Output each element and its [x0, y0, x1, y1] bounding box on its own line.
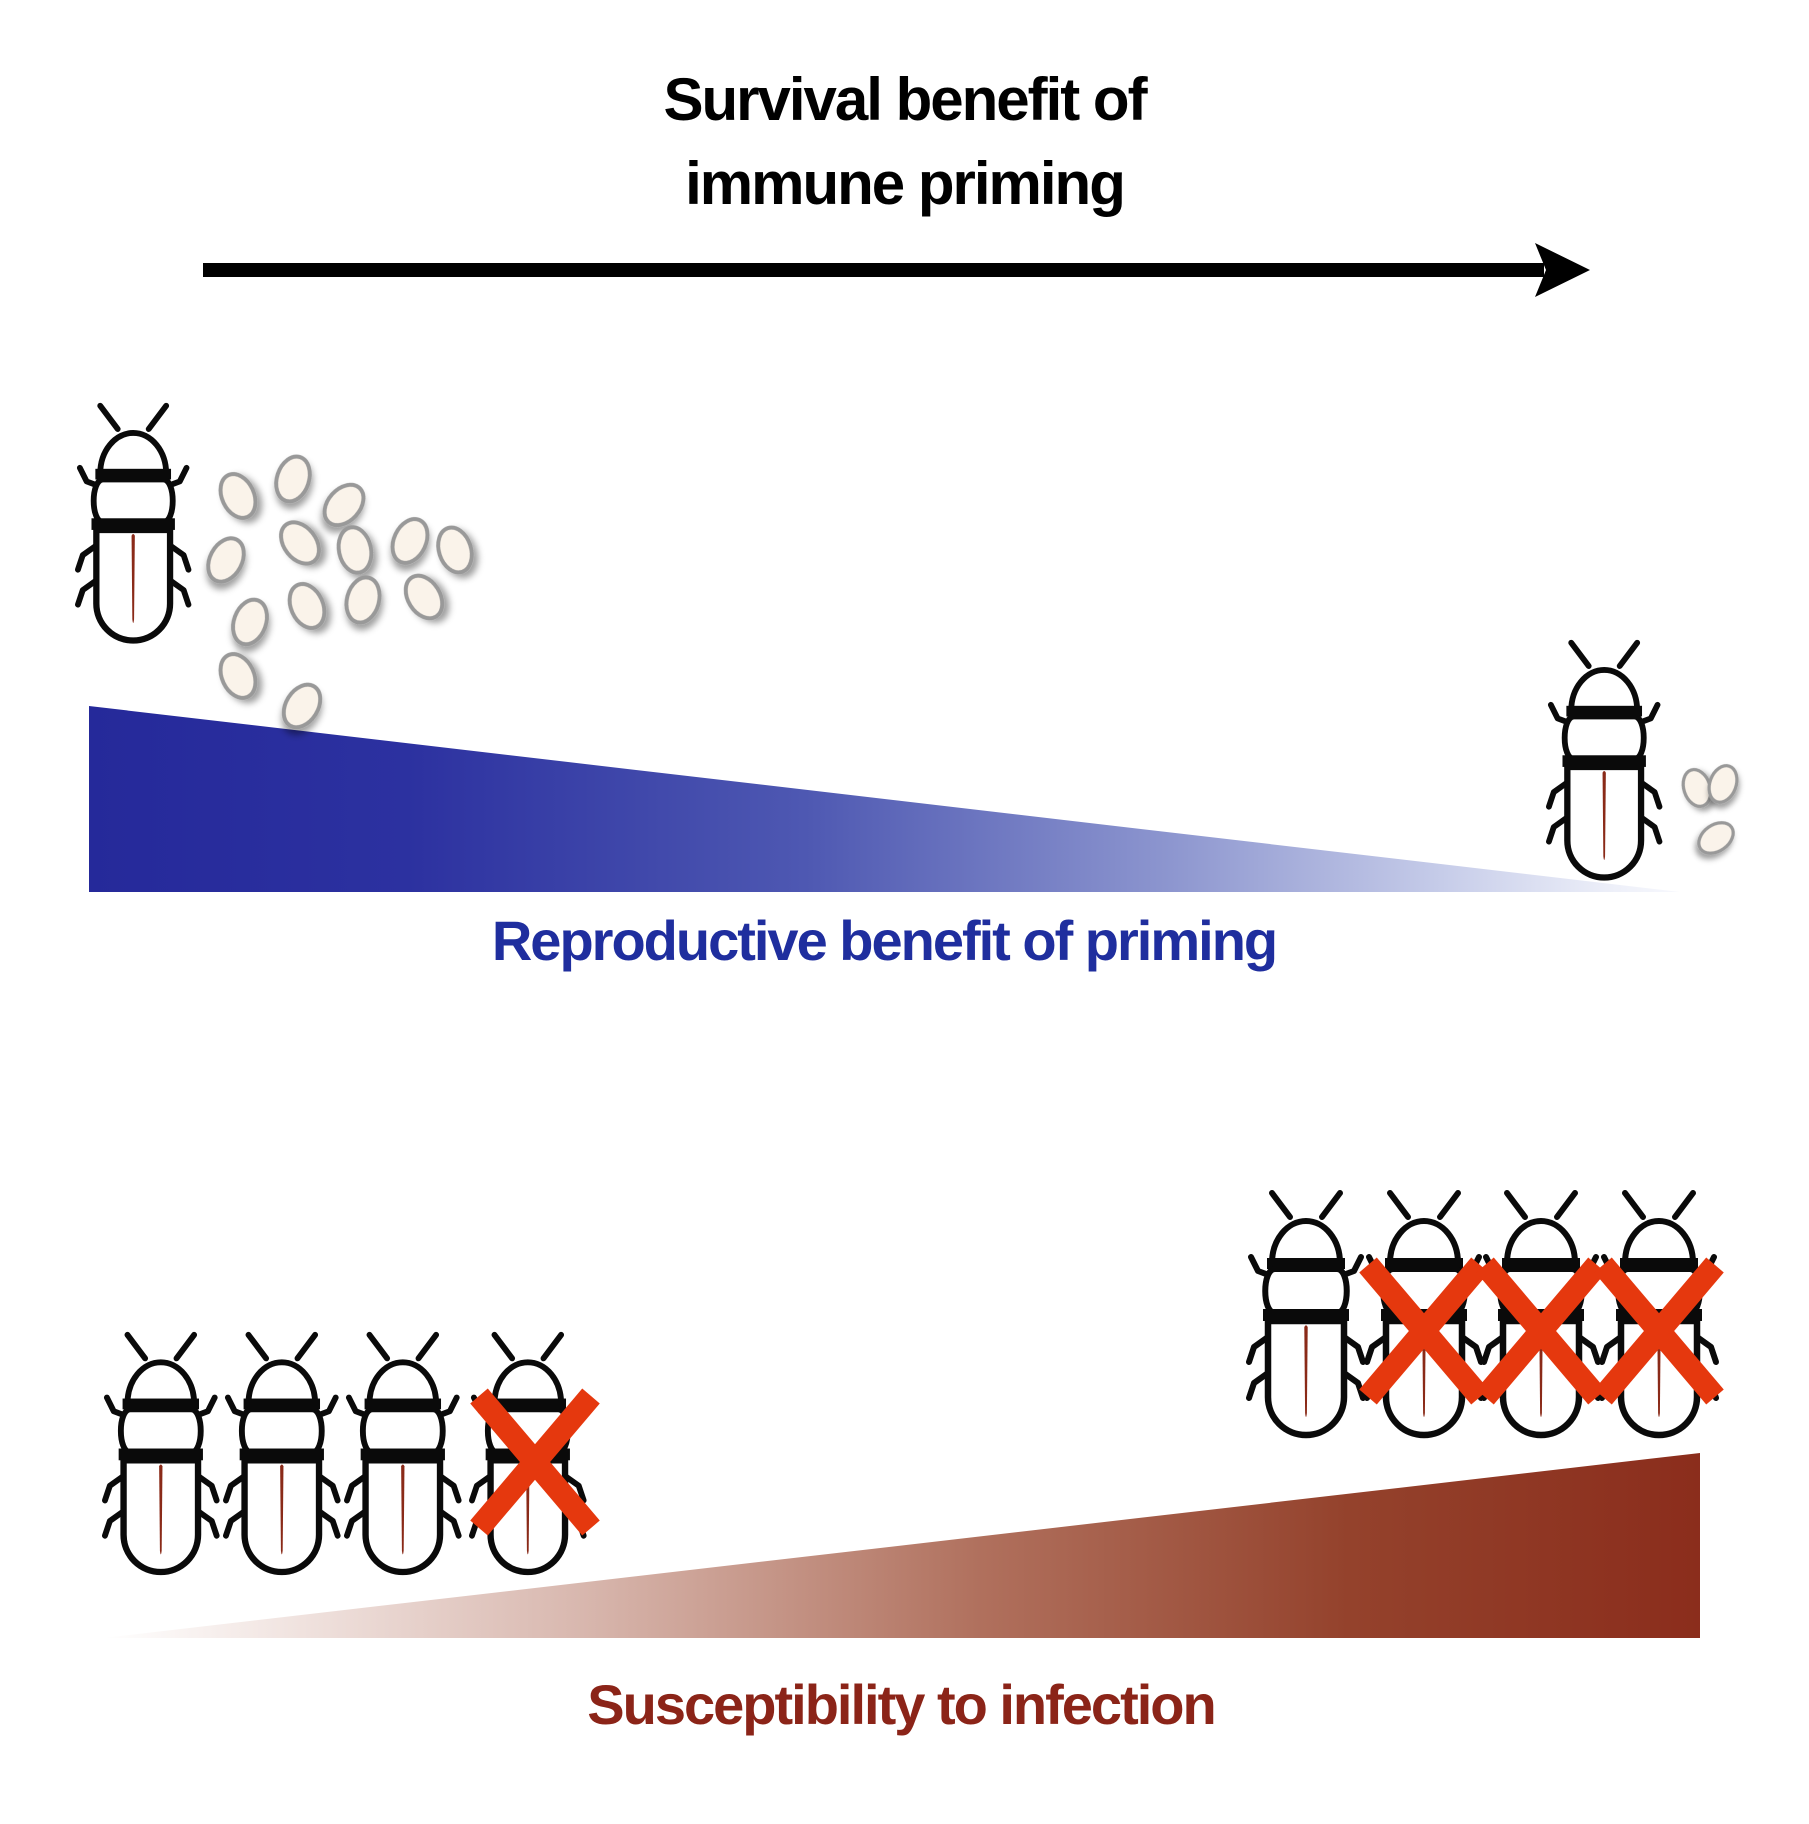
egg-icon — [317, 477, 372, 533]
beetle-icon — [1249, 1193, 1363, 1435]
figure-title: Survival benefit of immune priming — [0, 58, 1809, 226]
egg-icon — [1693, 816, 1739, 859]
egg-icon — [271, 452, 316, 506]
figure-title-line1: Survival benefit of — [663, 66, 1147, 133]
egg-icon — [398, 569, 450, 625]
susceptibility-wedge — [103, 1453, 1700, 1638]
egg-icon — [214, 468, 262, 523]
reproductive-benefit-label: Reproductive benefit of priming — [491, 909, 1278, 972]
egg-icon — [342, 574, 385, 627]
beetle-icon — [78, 406, 189, 641]
beetle-icon — [347, 1335, 459, 1572]
arrow-right-icon — [203, 243, 1590, 297]
egg-icon — [276, 678, 328, 734]
egg-icon — [214, 648, 262, 703]
egg-icon — [433, 523, 478, 577]
reproductive-benefit-wedge — [89, 706, 1680, 892]
beetle-icon — [1549, 643, 1660, 878]
egg-icon — [283, 578, 331, 633]
beetle-icon — [226, 1335, 338, 1572]
egg-icon — [227, 595, 273, 649]
egg-icon — [386, 513, 434, 568]
susceptibility-label: Susceptibility to infection — [587, 1673, 1216, 1736]
egg-icon — [335, 524, 376, 576]
egg-icon — [201, 532, 251, 588]
beetle-icon — [105, 1335, 217, 1572]
egg-icon — [273, 515, 327, 571]
figure-title-line2: immune priming — [685, 150, 1126, 217]
